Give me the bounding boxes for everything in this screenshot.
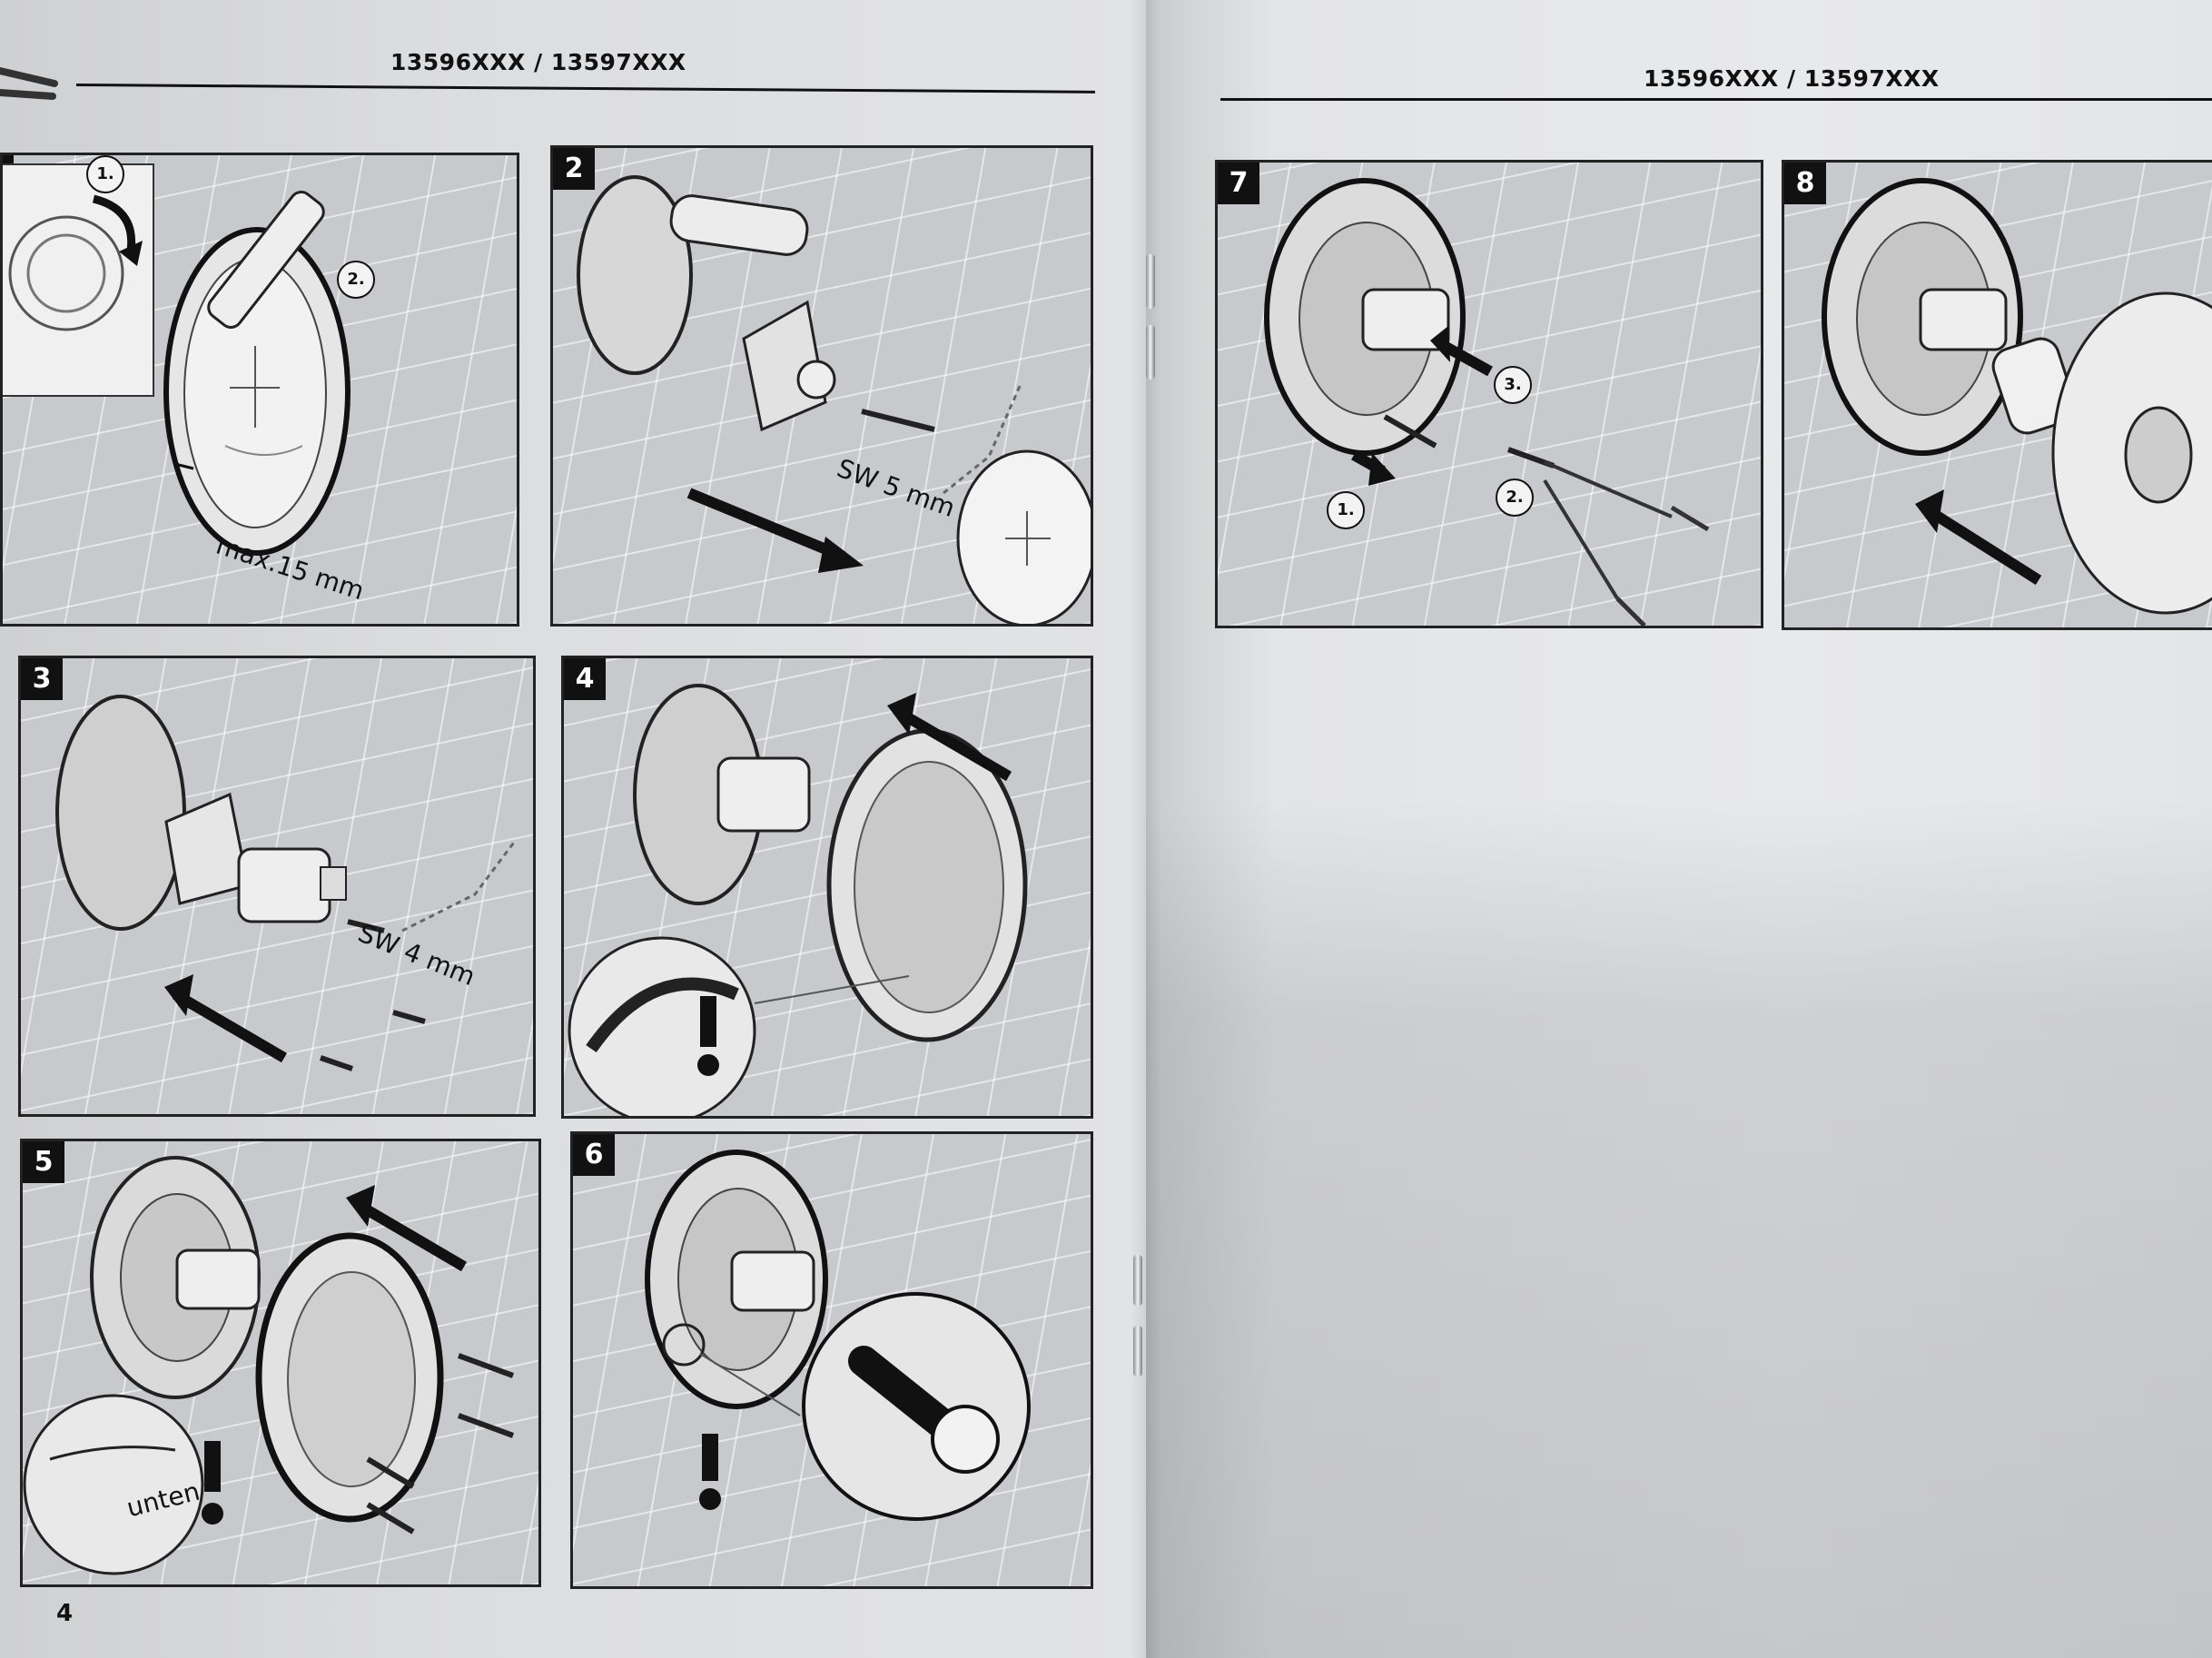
step-7-illustration <box>1264 178 1710 626</box>
step-6-illustration <box>645 1150 1031 1521</box>
step-6-panel: 6 <box>570 1131 1093 1589</box>
header-rule-right <box>1220 98 2212 101</box>
page-number: 4 <box>56 1600 74 1627</box>
substep-badge: 1. <box>86 155 124 193</box>
arrow-icon <box>172 989 288 1063</box>
step-1-illustration <box>3 163 351 556</box>
pliers-icon <box>1543 460 1673 600</box>
screw-icon <box>1383 414 1437 449</box>
warning-icon <box>702 1434 718 1481</box>
staple <box>1146 254 1155 309</box>
screw-icon <box>861 409 935 432</box>
substep-badge: 1. <box>1327 491 1365 529</box>
header-model-right: 13596XXX / 13597XXX <box>1644 65 1940 92</box>
step-number: 5 <box>23 1141 64 1183</box>
step-number: 8 <box>1784 163 1826 204</box>
screw-icon <box>366 1502 415 1535</box>
step-4-panel: 4 <box>561 656 1093 1119</box>
step-7-panel: 7 1. 2. 3. <box>1215 160 1763 628</box>
staple <box>1133 1326 1142 1377</box>
warning-icon <box>700 996 716 1047</box>
step-4-illustration <box>568 684 1028 1116</box>
shadow-area <box>1146 799 2212 1658</box>
substep-badge: 2. <box>337 261 375 299</box>
staple <box>1133 1255 1142 1306</box>
step-2-illustration <box>577 175 1091 624</box>
step-5-illustration <box>23 1156 515 1575</box>
step-5-panel: 5 unten <box>20 1139 541 1587</box>
screw-icon <box>457 1413 515 1438</box>
step-number: 2 <box>553 148 595 190</box>
step-3-panel: 3 SW 4 mm <box>18 656 536 1117</box>
warning-icon <box>204 1441 221 1492</box>
header-model-left: 13596XXX / 13597XXX <box>390 49 686 75</box>
book-gutter <box>1131 0 1161 1658</box>
screw-icon <box>320 1055 353 1071</box>
substep-badge: 2. <box>1496 479 1534 517</box>
step-2-panel: 2 SW 5 mm <box>550 145 1093 627</box>
staple <box>1146 325 1155 380</box>
step-3-illustration <box>55 695 518 1071</box>
hex-key-icon <box>401 839 518 933</box>
screw-icon <box>392 1010 426 1024</box>
hansgrohe-mark-icon <box>0 67 58 100</box>
arrow-icon <box>896 707 1012 782</box>
screw-icon <box>347 919 385 933</box>
step-number: 4 <box>564 658 606 700</box>
screw-icon <box>457 1353 515 1378</box>
step-number: 3 <box>21 658 63 700</box>
hex-key-icon <box>207 191 325 329</box>
step-8-illustration <box>1822 178 2212 615</box>
step-8-panel: 8 <box>1782 160 2212 630</box>
arrow-icon <box>1926 506 2042 586</box>
screw-icon <box>366 1456 415 1489</box>
step-number: 6 <box>573 1134 615 1176</box>
step-1-panel: 1. 2. max.15 mm <box>0 153 519 627</box>
substep-badge: 3. <box>1494 366 1532 404</box>
step-number: 7 <box>1218 163 1259 204</box>
arrow-icon <box>686 488 846 562</box>
